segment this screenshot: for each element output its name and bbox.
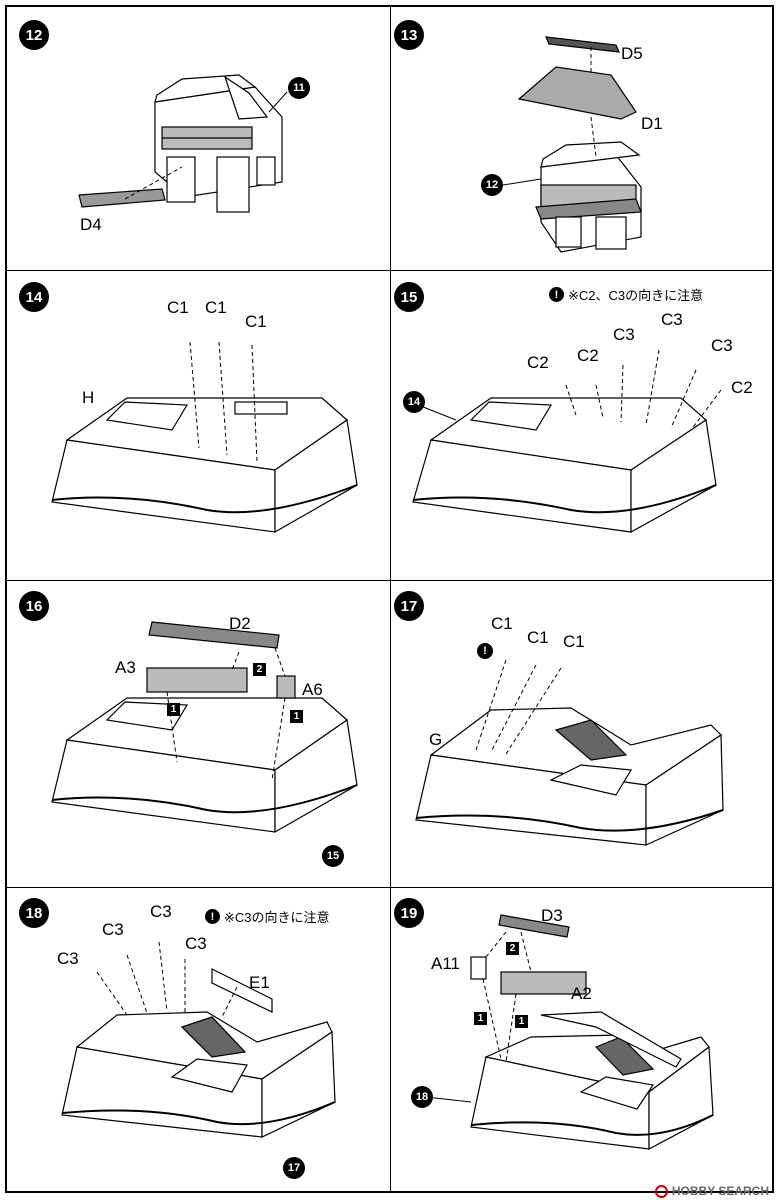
part-label-d2: D2 [229, 614, 251, 633]
part-label-a6: A6 [302, 680, 323, 699]
step-12-panel: 12 D4 11 [7, 7, 387, 270]
part-label-c2: C2 [527, 353, 549, 372]
warning-icon: ! [549, 287, 564, 302]
part-label-d3: D3 [541, 906, 563, 925]
ref-step-11-badge: 11 [288, 77, 310, 99]
part-label-c3: C3 [102, 920, 124, 939]
order-marker: 1 [515, 1015, 528, 1028]
ref-step-18-badge: 18 [411, 1086, 433, 1108]
part-label-c1: C1 [205, 298, 227, 317]
step-16-panel: 16 D2 A3 A6 2 1 1 15 [7, 580, 387, 887]
part-label-a2: A2 [571, 984, 592, 1003]
step-number-badge: 16 [19, 591, 49, 621]
part-label-a3: A3 [115, 658, 136, 677]
step-18-panel: 18 ! ※C3の向きに注意 C3 C3 C3 C3 E1 17 [7, 887, 387, 1193]
part-label-a11: A11 [431, 954, 460, 973]
watermark: HOBBY SEARCH [654, 1184, 769, 1198]
step-16-illustration [51, 621, 358, 834]
step-12-illustration [78, 74, 288, 213]
step-17-illustration [415, 659, 724, 846]
part-label-c2: C2 [577, 346, 599, 365]
order-marker: 1 [290, 710, 303, 723]
hobby-search-logo-icon [654, 1184, 668, 1198]
part-label-c3: C3 [57, 949, 79, 968]
warning-icon: ! [477, 643, 493, 659]
note-text: ※C3の向きに注意 [224, 910, 330, 925]
instruction-sheet [5, 5, 774, 1193]
step-number-badge: 14 [19, 282, 49, 312]
part-label-c3: C3 [185, 934, 207, 953]
note-text: ※C2、C3の向きに注意 [568, 288, 704, 303]
order-marker: 1 [474, 1012, 487, 1025]
ref-step-14-badge: 14 [403, 391, 425, 413]
order-marker: 1 [167, 703, 180, 716]
part-label-c2: C2 [731, 378, 753, 397]
orientation-note: ! ※C3の向きに注意 [205, 907, 330, 926]
step-number-badge: 13 [394, 20, 424, 50]
part-label-c3: C3 [661, 310, 683, 329]
ref-step-17-badge: 17 [283, 1157, 305, 1179]
ref-step-15-badge: 15 [322, 845, 344, 867]
row-divider [7, 270, 772, 271]
part-label-c3: C3 [613, 325, 635, 344]
part-label-d4: D4 [80, 215, 102, 234]
part-label-e1: E1 [249, 973, 270, 992]
part-label-c1: C1 [245, 312, 267, 331]
part-label-g: G [429, 730, 443, 749]
step-number-badge: 18 [19, 898, 49, 928]
part-label-d5: D5 [621, 44, 643, 63]
row-divider [7, 887, 772, 888]
step-18-illustration [61, 941, 336, 1138]
step-17-panel: 17 ! C1 C1 C1 G [391, 580, 771, 887]
row-divider [7, 580, 772, 581]
step-14-panel: 14 C1 C1 C1 H [7, 270, 387, 580]
step-15-illustration [412, 349, 722, 534]
step-13-illustration [502, 36, 642, 253]
part-label-c1: C1 [563, 632, 585, 651]
part-label-c3: C3 [150, 902, 172, 921]
part-label-c3: C3 [711, 336, 733, 355]
step-15-panel: 15 ! ※C2、C3の向きに注意 C2 C2 C3 C3 C3 C2 14 [391, 270, 771, 580]
step-14-illustration [51, 341, 358, 534]
part-label-d1: D1 [641, 114, 663, 133]
warning-icon: ! [205, 909, 220, 924]
step-number-badge: 17 [394, 591, 424, 621]
order-marker: 2 [253, 663, 266, 676]
orientation-note: ! ※C2、C3の向きに注意 [549, 285, 703, 304]
step-number-badge: 19 [394, 898, 424, 928]
step-19-panel: 19 D3 A11 A2 2 1 1 18 [391, 887, 771, 1193]
step-13-panel: 13 D5 D1 12 [391, 7, 771, 270]
order-marker: 2 [506, 942, 519, 955]
step-19-illustration [425, 914, 714, 1150]
step-number-badge: 12 [19, 20, 49, 50]
part-label-h: H [82, 388, 95, 407]
part-label-c1: C1 [527, 628, 549, 647]
step-number-badge: 15 [394, 282, 424, 312]
part-label-c1: C1 [491, 614, 513, 633]
part-label-c1: C1 [167, 298, 189, 317]
watermark-text: HOBBY SEARCH [671, 1184, 769, 1198]
ref-step-12-badge: 12 [481, 174, 503, 196]
column-divider [390, 7, 391, 1191]
